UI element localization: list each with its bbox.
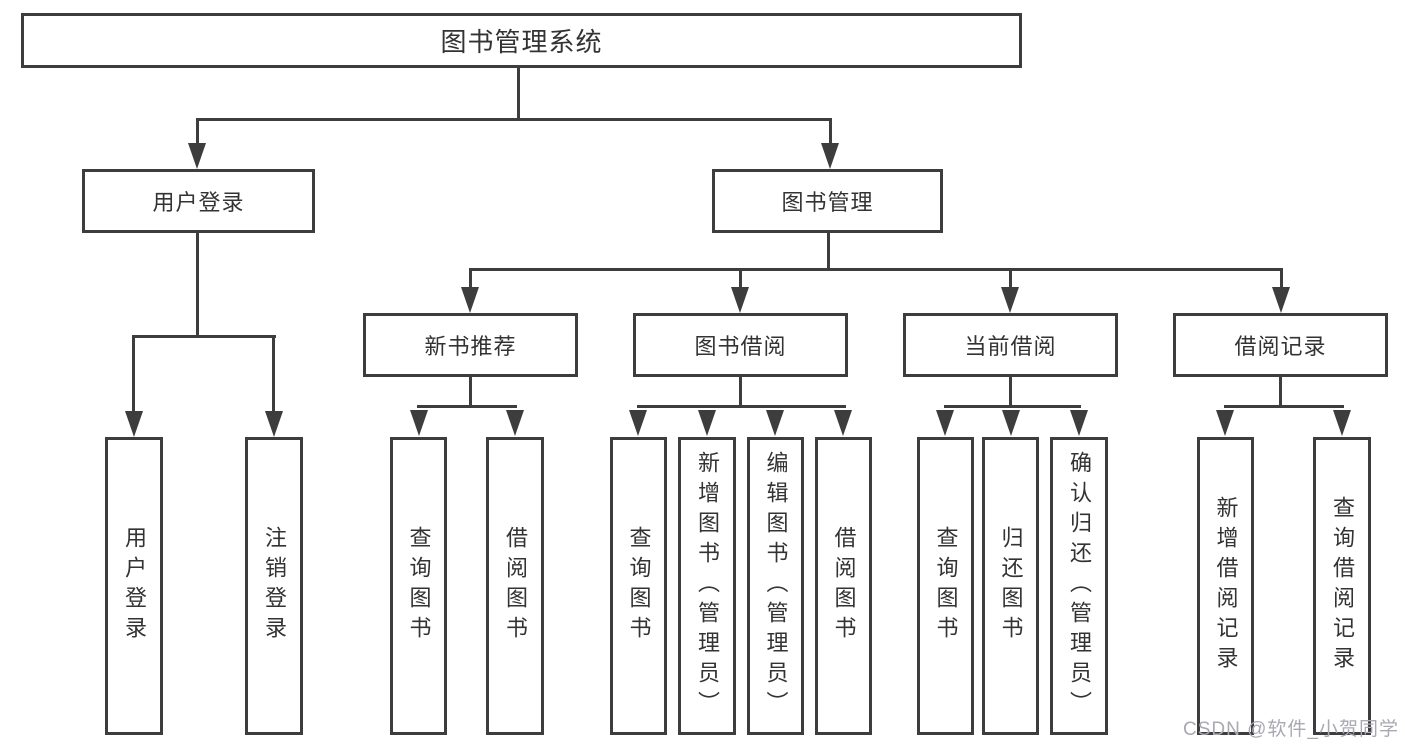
- leaf-logout: 注销登录: [245, 437, 303, 735]
- node-borrowing-records-label: 借阅记录: [1234, 334, 1327, 359]
- arrowhead-new-book: [461, 287, 479, 313]
- arrowhead-leaf-logout: [265, 411, 283, 437]
- arrowhead-return-books: [1002, 410, 1020, 436]
- connector-drop-leaf-logout: [272, 335, 275, 413]
- leaf-borrowing-borrow-books-label: 借阅图书: [831, 526, 857, 646]
- leaf-user-login: 用户登录: [105, 437, 163, 735]
- arrowhead-book-borrowing: [731, 287, 749, 313]
- node-book-management-label: 图书管理: [781, 190, 874, 215]
- connector-current-rail: [944, 405, 1081, 408]
- node-current-borrowing-label: 当前借阅: [964, 334, 1057, 359]
- leaf-query-borrow-record-label: 查询借阅记录: [1330, 496, 1355, 676]
- arrowhead-confirm-return: [1070, 410, 1088, 436]
- node-book-management: 图书管理: [712, 169, 943, 233]
- connector-current-stem: [1009, 376, 1012, 408]
- arrowhead-current-query: [936, 410, 954, 436]
- leaf-borrowing-query-books: 查询图书: [610, 437, 667, 735]
- leaf-recommend-query-books: 查询图书: [390, 437, 447, 735]
- leaf-confirm-return-admin-label: 确认归还（管理员）: [1067, 451, 1092, 721]
- node-book-borrowing: 图书借阅: [633, 313, 848, 377]
- leaf-edit-books-admin-label: 编辑图书（管理员）: [763, 451, 789, 721]
- leaf-edit-books-admin: 编辑图书（管理员）: [747, 437, 804, 735]
- connector-drop-book-borrowing: [739, 268, 742, 289]
- leaf-confirm-return-admin: 确认归还（管理员）: [1050, 437, 1108, 735]
- connector-root-stem: [517, 67, 520, 118]
- leaf-recommend-borrow-books-label: 借阅图书: [503, 526, 528, 646]
- connector-new-book-stem: [469, 376, 472, 408]
- connector-user-login-rail: [132, 335, 276, 338]
- leaf-current-query-books: 查询图书: [917, 437, 974, 735]
- leaf-query-borrow-record: 查询借阅记录: [1313, 437, 1371, 735]
- leaf-add-books-admin: 新增图书（管理员）: [678, 437, 736, 735]
- arrowhead-edit-books: [766, 410, 784, 436]
- node-book-borrowing-label: 图书借阅: [694, 334, 787, 359]
- arrowhead-borrowing-borrow: [834, 410, 852, 436]
- connector-book-management-rail: [469, 268, 1283, 271]
- connector-user-login-stem: [196, 232, 199, 338]
- connector-borrowing-stem: [739, 376, 742, 408]
- connector-root-rail: [196, 118, 832, 121]
- node-library-system-label: 图书管理系统: [440, 27, 603, 57]
- connector-borrowing-rail: [637, 405, 846, 408]
- node-current-borrowing: 当前借阅: [903, 313, 1118, 377]
- connector-drop-borrowing-records: [1280, 268, 1283, 289]
- connector-records-stem: [1279, 376, 1282, 408]
- arrowhead-query-record: [1333, 410, 1351, 436]
- connector-drop-user-login: [196, 118, 199, 145]
- arrowhead-leaf-user-login: [125, 411, 143, 437]
- arrowhead-borrowing-query: [629, 410, 647, 436]
- connector-records-rail: [1224, 405, 1344, 408]
- arrowhead-current-borrowing: [1001, 287, 1019, 313]
- leaf-logout-label: 注销登录: [262, 526, 287, 646]
- arrowhead-recommend-query: [410, 410, 428, 436]
- node-new-book-recommendation-label: 新书推荐: [424, 334, 517, 359]
- node-user-login-label: 用户登录: [152, 190, 245, 215]
- leaf-recommend-query-books-label: 查询图书: [406, 526, 432, 646]
- leaf-user-login-label: 用户登录: [122, 526, 147, 646]
- connector-drop-new-book: [469, 268, 472, 289]
- connector-book-management-stem: [827, 232, 830, 271]
- node-new-book-recommendation: 新书推荐: [363, 313, 578, 377]
- arrowhead-add-books: [698, 410, 716, 436]
- leaf-borrowing-borrow-books: 借阅图书: [815, 437, 872, 735]
- leaf-recommend-borrow-books: 借阅图书: [486, 437, 544, 735]
- arrowhead-book-management: [821, 143, 839, 169]
- arrowhead-add-record: [1216, 410, 1234, 436]
- leaf-borrowing-query-books-label: 查询图书: [626, 526, 652, 646]
- leaf-add-borrow-record-label: 新增借阅记录: [1213, 496, 1239, 676]
- connector-drop-current-borrowing: [1009, 268, 1012, 289]
- node-library-system: 图书管理系统: [21, 13, 1022, 68]
- leaf-add-books-admin-label: 新增图书（管理员）: [695, 451, 720, 721]
- node-borrowing-records: 借阅记录: [1173, 313, 1388, 377]
- connector-new-book-rail: [417, 405, 517, 408]
- arrowhead-recommend-borrow: [506, 410, 524, 436]
- node-user-login: 用户登录: [82, 169, 315, 233]
- arrowhead-borrowing-records: [1272, 287, 1290, 313]
- leaf-current-query-books-label: 查询图书: [933, 526, 959, 646]
- arrowhead-user-login: [188, 143, 206, 169]
- leaf-return-books-label: 归还图书: [998, 526, 1024, 646]
- leaf-return-books: 归还图书: [982, 437, 1039, 735]
- connector-drop-leaf-user-login: [132, 335, 135, 413]
- connector-drop-book-management: [829, 118, 832, 145]
- leaf-add-borrow-record: 新增借阅记录: [1197, 437, 1254, 735]
